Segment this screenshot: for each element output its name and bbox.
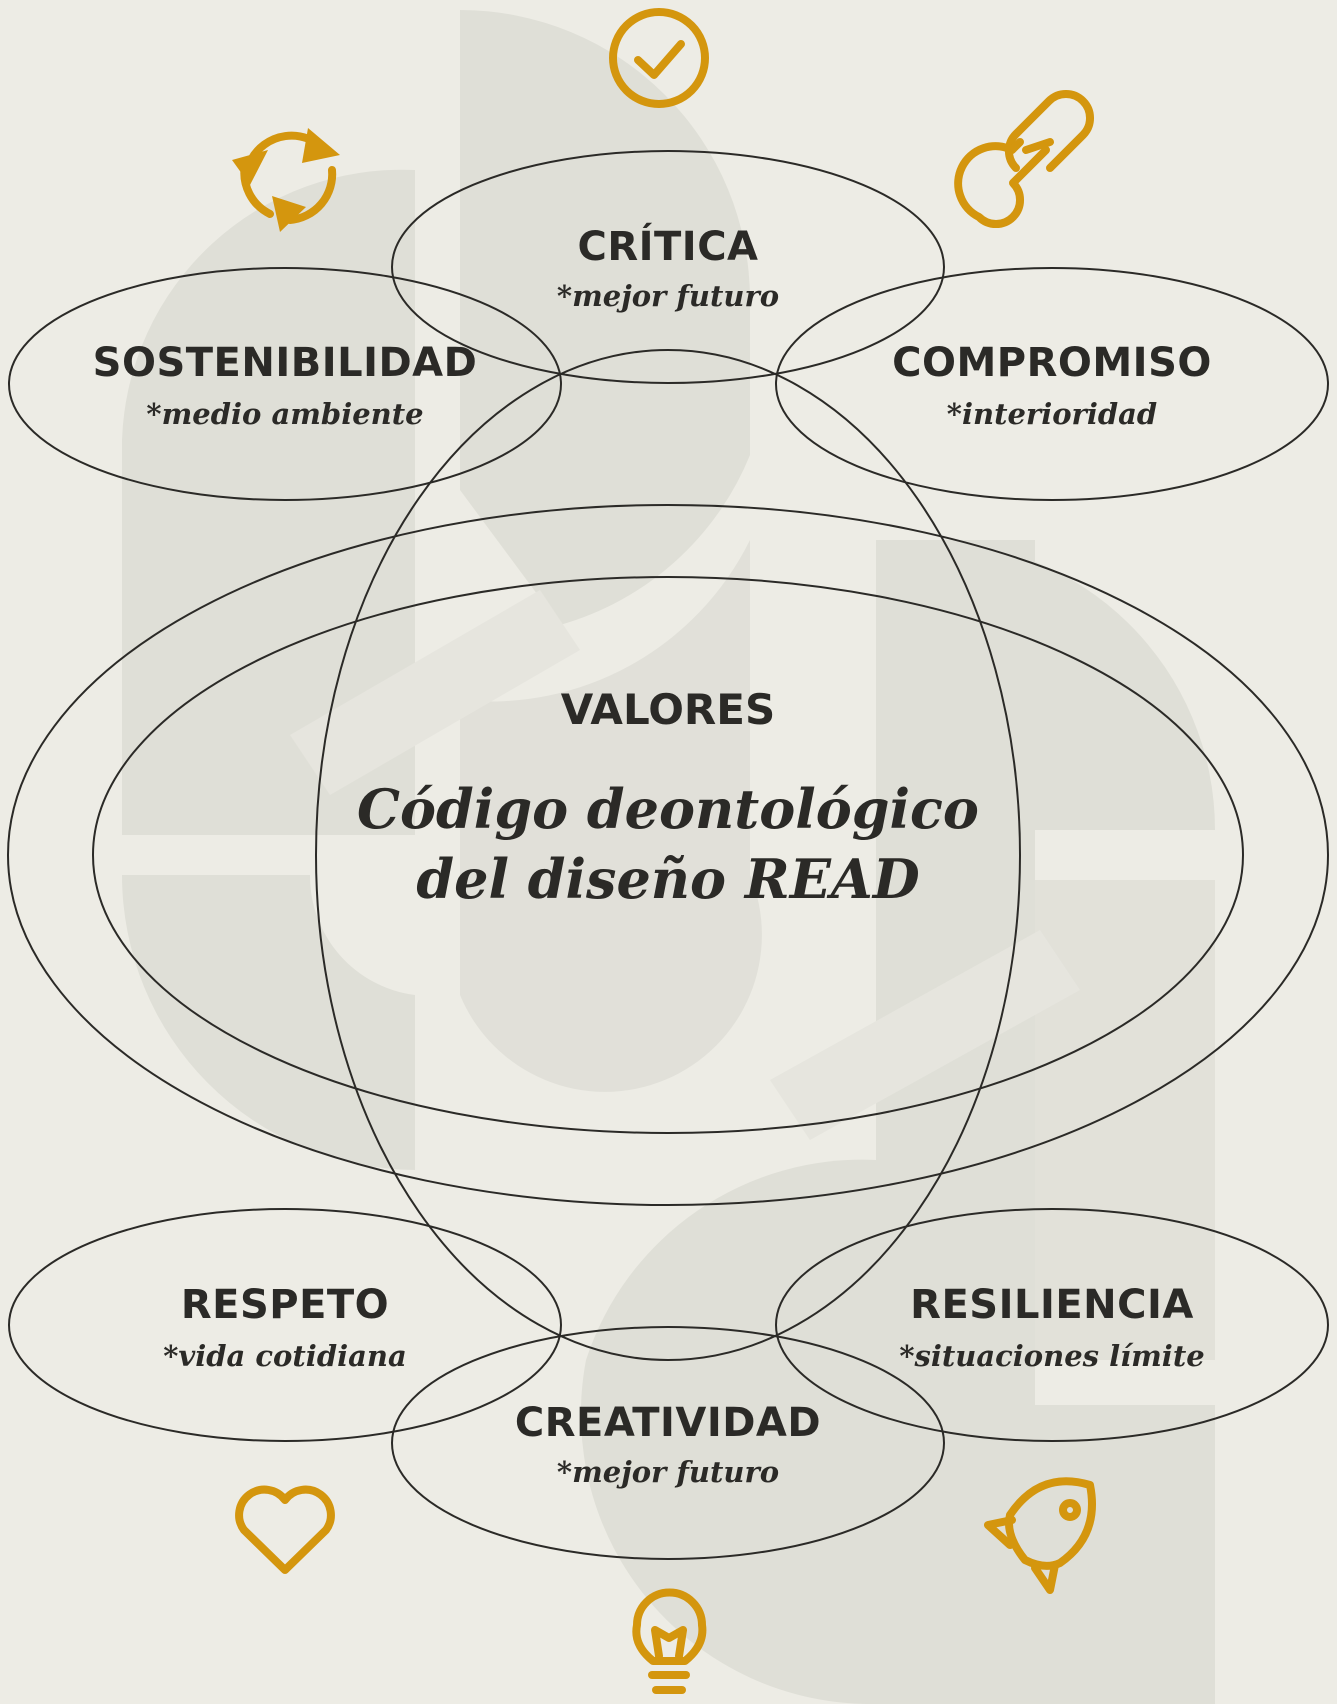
center-main-line2: del diseño READ bbox=[416, 847, 919, 911]
node-title: RESILIENCIA bbox=[910, 1282, 1194, 1328]
node-compromiso: COMPROMISO *interioridad bbox=[892, 340, 1212, 431]
ring-center-tall bbox=[315, 349, 1021, 1361]
center-main-line1: Código deontológico bbox=[357, 777, 979, 841]
recycle-icon bbox=[232, 128, 340, 232]
center-label: VALORES Código deontológico del diseño R… bbox=[357, 685, 979, 911]
lightbulb-icon bbox=[632, 1588, 707, 1694]
ring-creatividad bbox=[391, 1326, 945, 1560]
ring-sostenibilidad bbox=[8, 267, 562, 501]
node-respeto: RESPETO *vida cotidiana bbox=[163, 1282, 407, 1373]
node-resiliencia: RESILIENCIA *situaciones límite bbox=[899, 1282, 1204, 1373]
ring-center-wide bbox=[7, 504, 1329, 1206]
node-subtitle: *mejor futuro bbox=[557, 1455, 779, 1489]
heart-icon bbox=[235, 1485, 335, 1574]
ring-critica bbox=[391, 150, 945, 384]
node-title: CREATIVIDAD bbox=[515, 1400, 821, 1446]
center-title: VALORES bbox=[561, 685, 775, 734]
node-subtitle: *interioridad bbox=[947, 397, 1157, 431]
node-subtitle: *situaciones límite bbox=[899, 1339, 1204, 1373]
check-circle-icon bbox=[609, 8, 709, 108]
node-subtitle: *medio ambiente bbox=[146, 397, 423, 431]
rocket-icon bbox=[984, 1477, 1096, 1594]
watermark-logo bbox=[122, 10, 1215, 1704]
node-title: COMPROMISO bbox=[892, 340, 1212, 386]
node-title: SOSTENIBILIDAD bbox=[93, 340, 478, 386]
node-critica: CRÍTICA *mejor futuro bbox=[557, 222, 779, 313]
ring-respeto bbox=[8, 1208, 562, 1442]
ring-center-inner bbox=[92, 576, 1244, 1134]
node-subtitle: *mejor futuro bbox=[557, 279, 779, 313]
ring-resiliencia bbox=[775, 1208, 1329, 1442]
link-icon bbox=[954, 89, 1095, 229]
node-creatividad: CREATIVIDAD *mejor futuro bbox=[515, 1400, 821, 1489]
node-subtitle: *vida cotidiana bbox=[163, 1339, 407, 1373]
node-title: RESPETO bbox=[181, 1282, 389, 1328]
node-sostenibilidad: SOSTENIBILIDAD *medio ambiente bbox=[93, 340, 478, 431]
diagram-rings bbox=[7, 150, 1329, 1560]
ring-compromiso bbox=[775, 267, 1329, 501]
node-title: CRÍTICA bbox=[577, 222, 758, 270]
